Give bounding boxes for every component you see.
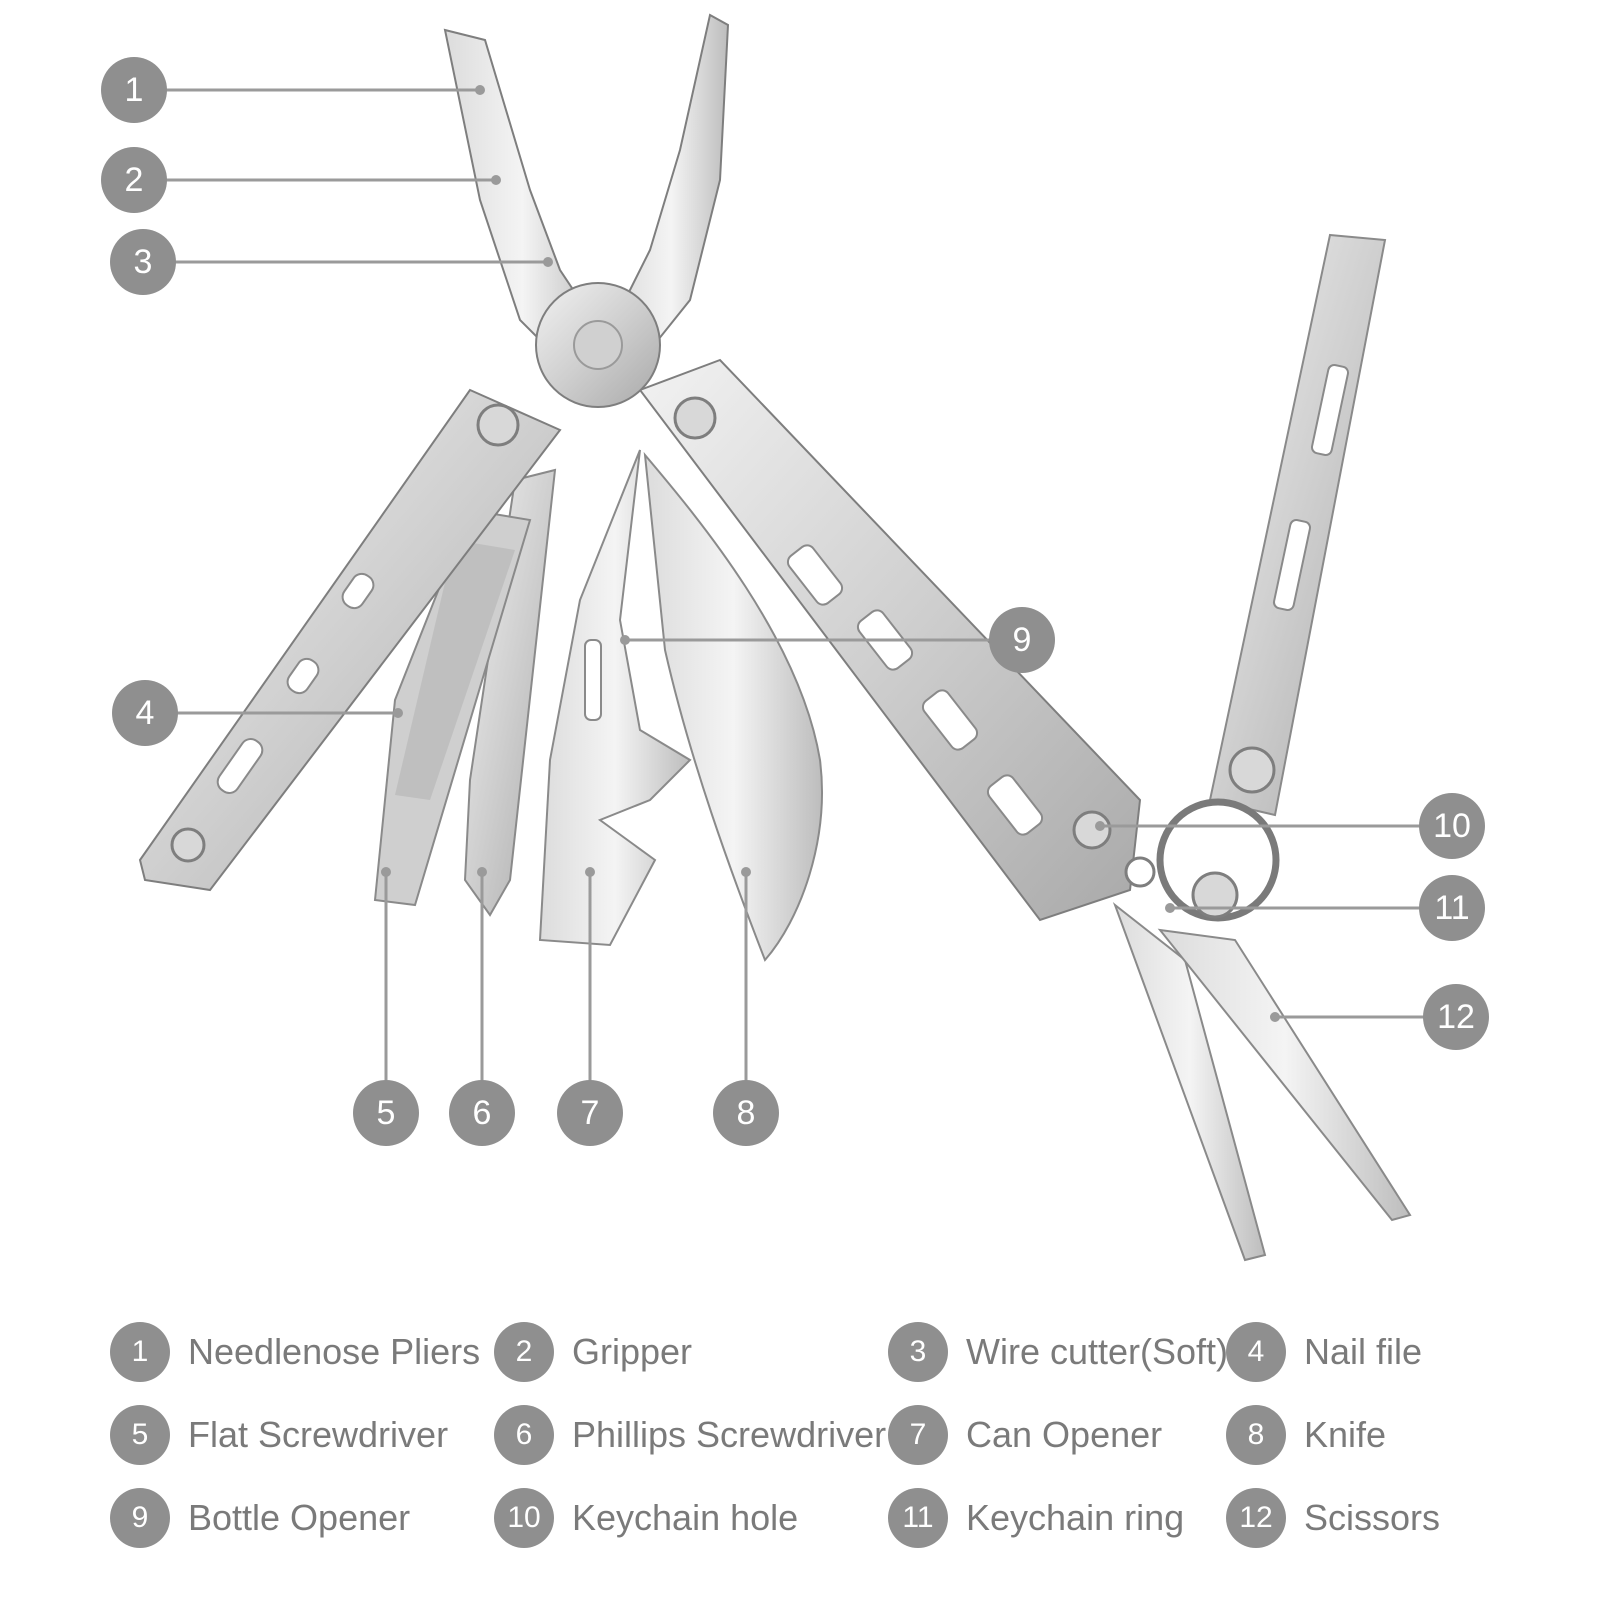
callout-badge-1: 1 — [101, 57, 167, 123]
legend-badge: 2 — [494, 1322, 554, 1382]
legend-item: 10 Keychain hole — [494, 1488, 798, 1548]
callout-badge-10: 10 — [1419, 793, 1485, 859]
legend-label: Wire cutter(Soft) — [966, 1331, 1229, 1372]
callout-badge-11: 11 — [1419, 875, 1485, 941]
legend-label: Keychain ring — [966, 1497, 1185, 1538]
can-opener-blade — [538, 449, 692, 947]
scissors-blades — [1112, 902, 1412, 1262]
left-handle — [138, 388, 562, 892]
legend-item: 4 Nail file — [1226, 1322, 1422, 1382]
legend-item: 7 Can Opener — [888, 1405, 1162, 1465]
callout-badge-6: 6 — [449, 1080, 515, 1146]
leader-dot-12 — [1270, 1012, 1280, 1022]
legend-item: 11 Keychain ring — [888, 1488, 1184, 1548]
legend-badge: 6 — [494, 1405, 554, 1465]
legend-badge: 8 — [1226, 1405, 1286, 1465]
legend-label: Bottle Opener — [188, 1497, 411, 1538]
knife-blade — [643, 451, 823, 962]
legend-label: Needlenose Pliers — [188, 1331, 481, 1372]
legend-item: 5 Flat Screwdriver — [110, 1405, 448, 1465]
legend-badge: 3 — [888, 1322, 948, 1382]
plier-jaws — [443, 13, 730, 408]
nail-file — [373, 508, 532, 907]
legend-label: Scissors — [1304, 1497, 1441, 1538]
legend-label: Keychain hole — [572, 1497, 799, 1538]
legend-item: 9 Bottle Opener — [110, 1488, 410, 1548]
leader-dot-3 — [543, 257, 553, 267]
callout-badge-12: 12 — [1423, 984, 1489, 1050]
legend-item: 12 Scissors — [1226, 1488, 1440, 1548]
scissors-handle — [1208, 233, 1387, 817]
legend-label: Knife — [1304, 1414, 1387, 1455]
legend-badge: 10 — [494, 1488, 554, 1548]
legend-label: Can Opener — [966, 1414, 1163, 1455]
legend-item: 3 Wire cutter(Soft) — [888, 1322, 1228, 1382]
leader-dot-9 — [620, 635, 630, 645]
leader-dot-4 — [393, 708, 403, 718]
legend-badge: 7 — [888, 1405, 948, 1465]
legend-item: 6 Phillips Screwdriver — [494, 1405, 886, 1465]
legend-badge: 1 — [110, 1322, 170, 1382]
legend-badge: 9 — [110, 1488, 170, 1548]
legend-item: 8 Knife — [1226, 1405, 1386, 1465]
leader-dot-2 — [491, 175, 501, 185]
legend-badge: 11 — [888, 1488, 948, 1548]
callout-badge-3: 3 — [110, 229, 176, 295]
callout-badge-8: 8 — [713, 1080, 779, 1146]
legend-badge: 4 — [1226, 1322, 1286, 1382]
legend-label: Gripper — [572, 1331, 693, 1372]
leader-dot-7 — [585, 867, 595, 877]
phillips-screwdriver — [463, 468, 557, 917]
callout-badge-7: 7 — [557, 1080, 623, 1146]
callout-badge-5: 5 — [353, 1080, 419, 1146]
leader-dot-5 — [381, 867, 391, 877]
leader-dot-11 — [1165, 903, 1175, 913]
leader-dot-1 — [475, 85, 485, 95]
callout-badge-4: 4 — [112, 680, 178, 746]
leader-dot-10 — [1095, 821, 1105, 831]
callout-badge-2: 2 — [101, 147, 167, 213]
legend-label: Nail file — [1304, 1331, 1423, 1372]
legend-badge: 5 — [110, 1405, 170, 1465]
legend-badge: 12 — [1226, 1488, 1286, 1548]
legend-item: 2 Gripper — [494, 1322, 692, 1382]
legend-label: Phillips Screwdriver — [572, 1414, 887, 1455]
legend-item: 1 Needlenose Pliers — [110, 1322, 480, 1382]
legend-label: Flat Screwdriver — [188, 1414, 449, 1455]
leader-dot-6 — [477, 867, 487, 877]
callout-badge-9: 9 — [989, 607, 1055, 673]
leader-dot-8 — [741, 867, 751, 877]
